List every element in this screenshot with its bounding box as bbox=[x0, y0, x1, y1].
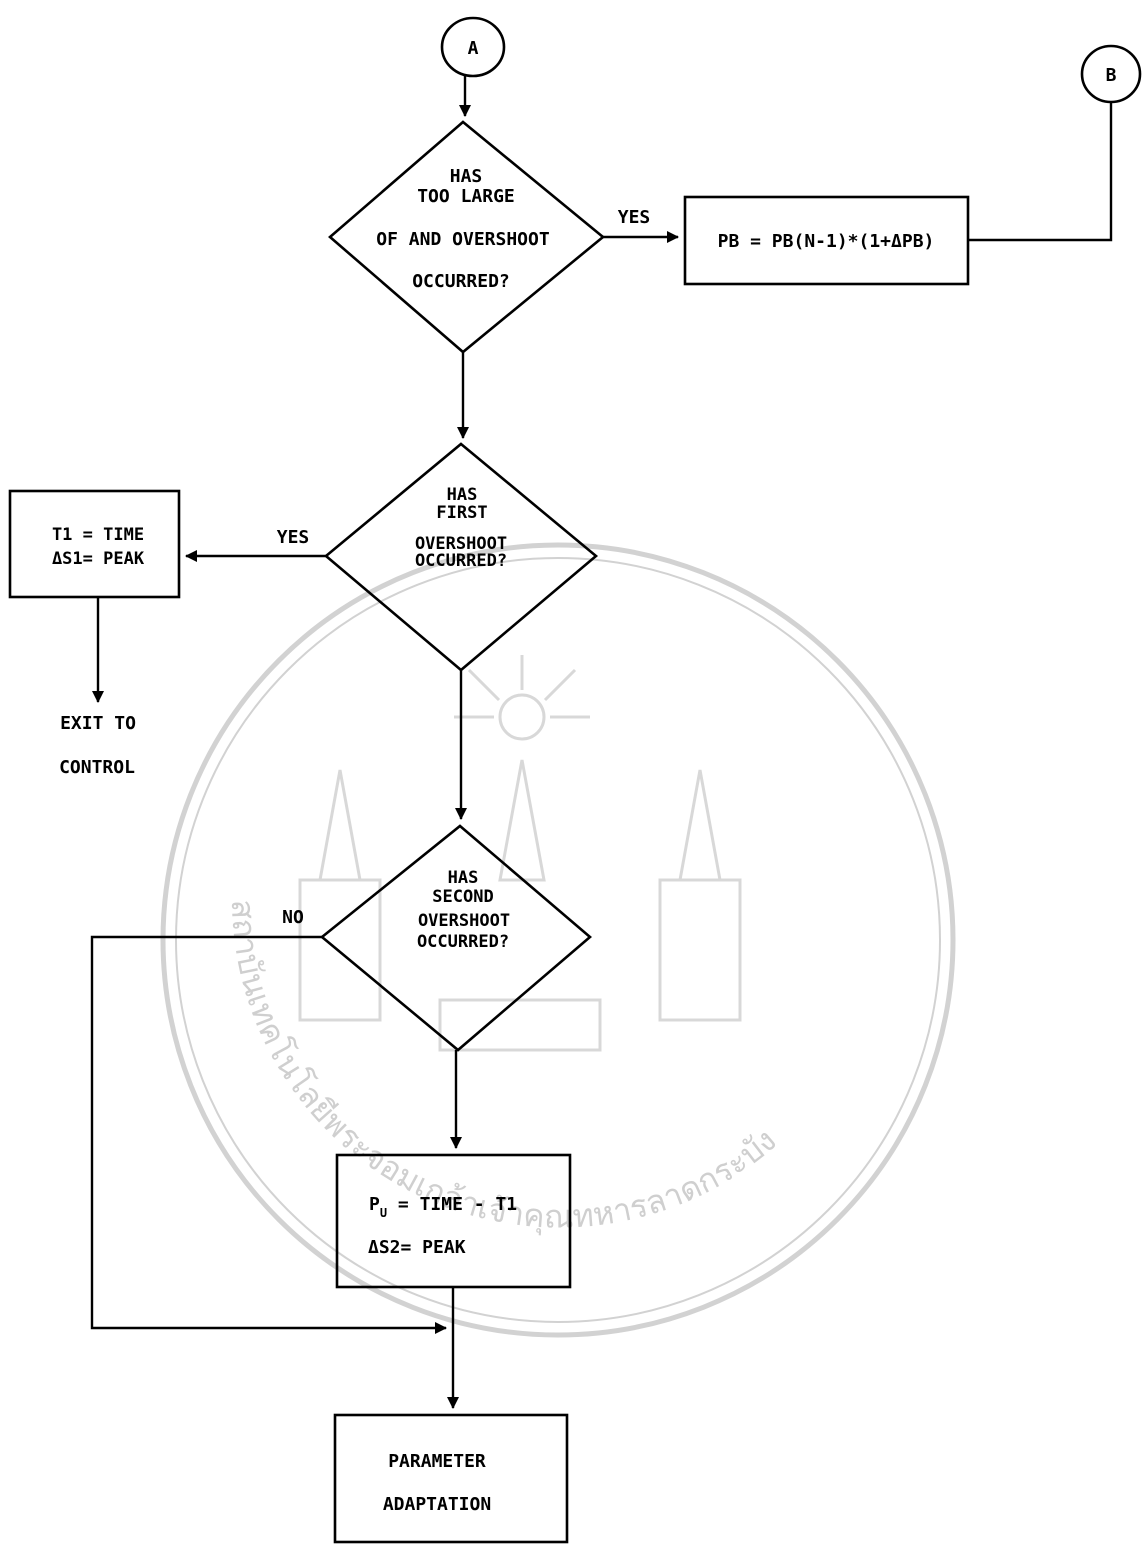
decision1-line4: OCCURRED? bbox=[412, 271, 510, 292]
process-t1-line2: ΔS1= PEAK bbox=[52, 549, 145, 569]
final-line2: ADAPTATION bbox=[383, 1494, 491, 1515]
decision1-line1: HAS bbox=[450, 166, 483, 187]
decision1-line3: OF AND OVERSHOOT bbox=[376, 229, 550, 250]
yes-label-2: YES bbox=[277, 527, 310, 548]
line-pb-to-b bbox=[968, 102, 1113, 242]
no-label-3: NO bbox=[282, 907, 304, 928]
decision-second-overshoot: HAS SECOND OVERSHOOT OCCURRED? bbox=[319, 824, 593, 1052]
connector-b: B bbox=[1080, 44, 1142, 104]
decision-first-overshoot: HAS FIRST OVERSHOOT OCCURRED? bbox=[323, 442, 599, 672]
final-line1: PARAMETER bbox=[388, 1451, 486, 1472]
decision3-line2: SECOND bbox=[432, 887, 493, 907]
watermark-seal: สถาบันเทคโนโลยีพระจอมเกล้าเจ้าคุณทหารลาด… bbox=[160, 542, 956, 1338]
decision3-line3: OVERSHOOT bbox=[418, 911, 510, 931]
arrow-decision3-no bbox=[90, 935, 447, 1334]
process-pu-period: PU = TIME - T1 ΔS2= PEAK bbox=[335, 1153, 572, 1289]
process-t1-peak: T1 = TIME ΔS1= PEAK bbox=[8, 489, 181, 599]
decision2-line2: FIRST bbox=[436, 503, 487, 523]
exit-to-control: EXIT TO CONTROL bbox=[59, 713, 136, 778]
process-pb-text: PB = PB(N-1)*(1+ΔPB) bbox=[718, 231, 935, 252]
process-pu-line1: PU = TIME - T1 bbox=[369, 1194, 517, 1220]
yes-label-1: YES bbox=[618, 207, 651, 228]
decision2-line1: HAS bbox=[447, 485, 478, 505]
process-parameter-adaptation: PARAMETER ADAPTATION bbox=[333, 1413, 569, 1544]
exit-line1: EXIT TO bbox=[60, 713, 136, 734]
decision3-line1: HAS bbox=[448, 868, 479, 888]
decision3-line4: OCCURRED? bbox=[417, 932, 509, 952]
decision2-line4: OCCURRED? bbox=[415, 551, 507, 571]
decision1-line2: TOO LARGE bbox=[417, 186, 515, 207]
process-pu-line2: ΔS2= PEAK bbox=[368, 1237, 466, 1258]
connector-b-label: B bbox=[1106, 65, 1117, 86]
connector-a-label: A bbox=[468, 38, 479, 59]
decision2-line3: OVERSHOOT bbox=[415, 534, 507, 554]
connector-a: A bbox=[440, 16, 506, 78]
decision-too-large-overshoot: HAS TOO LARGE OF AND OVERSHOOT OCCURRED? bbox=[328, 120, 606, 354]
exit-line2: CONTROL bbox=[59, 757, 135, 778]
process-t1-line1: T1 = TIME bbox=[52, 525, 144, 545]
process-pb-update: PB = PB(N-1)*(1+ΔPB) bbox=[683, 195, 970, 286]
